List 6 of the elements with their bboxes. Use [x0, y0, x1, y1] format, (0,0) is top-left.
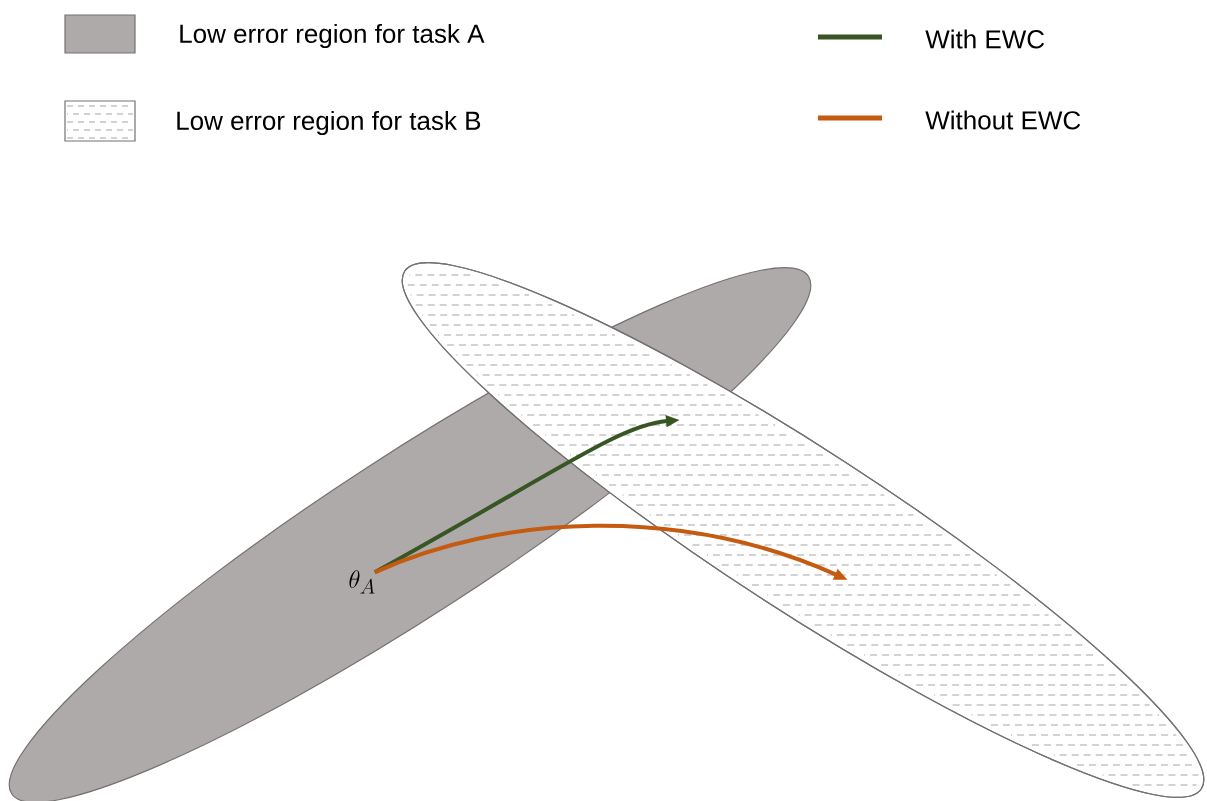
legend-label: Without EWC: [925, 110, 1081, 130]
point-label: $\theta_A$: [349, 570, 375, 594]
legend-label: Low error region for task A: [180, 23, 485, 49]
legend-label: Low error region for task B: [177, 110, 481, 136]
legend-label: With EWC: [925, 29, 1045, 49]
region-ellipse: [401, 262, 1205, 798]
